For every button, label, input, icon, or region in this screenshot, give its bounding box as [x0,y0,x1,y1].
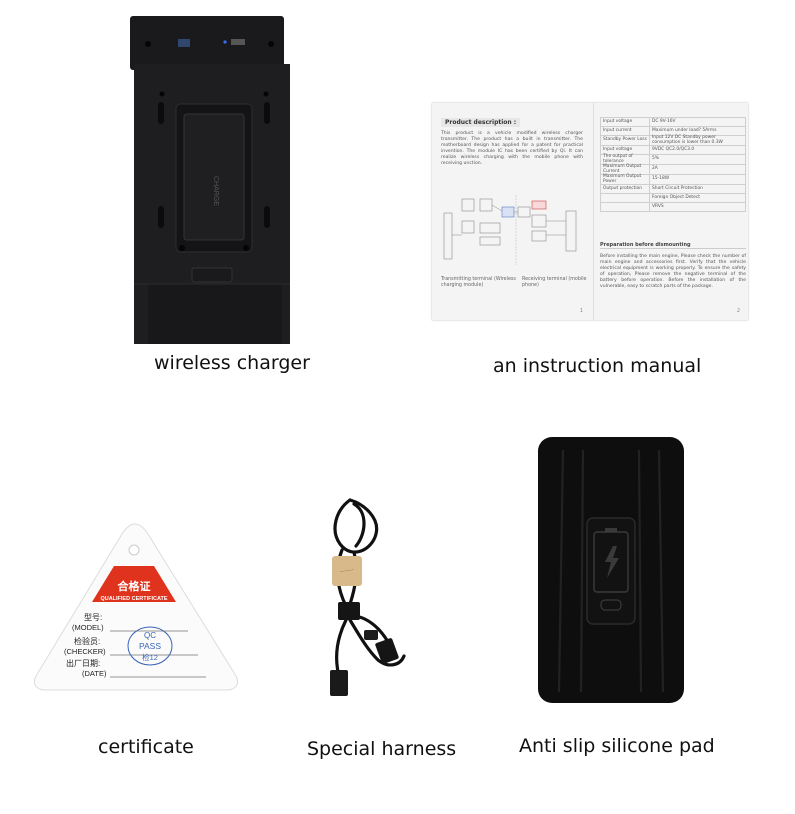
spec-label: Output protection [600,184,650,194]
spec-label [600,202,650,212]
model-label-cn: 型号: [84,613,102,622]
spec-value: 15-18W [649,174,746,185]
stamp-bottom: 检12 [142,652,158,662]
spec-value: Input 12V DC Standby power consumption i… [649,135,746,146]
spec-label: Maximum Output Power [600,174,650,185]
block-diagram-icon [443,195,577,265]
caption-pad: Anti slip silicone pad [519,735,715,757]
spec-row: Foreign Object Detect [600,193,746,203]
svg-text:CHARGE: CHARGE [212,176,219,206]
spec-value: 9VDC QC2.0/QC3.0 [649,145,746,155]
manual-left-page: Product description : This product is a … [432,103,594,320]
harness-image: ~~~~~~ [316,490,426,702]
spec-value: 2A [649,164,746,175]
certificate-subtitle: QUALIFIED CERTIFICATE [100,596,167,602]
date-label-en: (DATE) [82,669,107,678]
caption-certificate: certificate [98,736,194,758]
manual-heading: Product description : [441,118,521,127]
silicone-pad-image [537,436,685,704]
spec-label: Maximum Output Current [600,164,650,175]
page-number-right: 2 [736,308,740,314]
instruction-manual-image: Product description : This product is a … [432,103,748,320]
model-label-en: (MODEL) [72,623,104,632]
page-number-left: 1 [579,308,583,314]
spec-row: VRVS [600,202,746,212]
spec-label [600,193,650,203]
spec-label: Input current [600,126,650,136]
transmitting-caption: Transmitting terminal (Wireless charging… [441,277,516,288]
svg-text:~~~~~~: ~~~~~~ [339,567,354,574]
checker-label-en: (CHECKER) [64,647,106,656]
spec-label: The output of tolerance [600,154,650,165]
prep-heading: Preparation before dismounting [600,242,746,249]
spec-label: Input voltage [600,117,650,127]
spec-value: VRVS [649,202,746,212]
caption-harness: Special harness [307,738,457,760]
checker-label-cn: 检验员: [74,636,100,646]
certificate-title: 合格证 [118,579,151,593]
spec-label: Standby Power Loss [600,135,650,146]
prep-text: Before installing the main engine, Pleas… [600,254,746,289]
certificate-tag-image: 合格证 QUALIFIED CERTIFICATE 型号: (MODEL) 检验… [30,520,242,692]
spec-value: DC 9V-16V [649,117,746,127]
caption-manual: an instruction manual [493,355,702,377]
spec-value: Short Circuit Protection [649,184,746,194]
spec-value: 5% [649,154,746,165]
caption-charger: wireless charger [154,352,310,374]
stamp-top: QC [144,631,156,640]
date-label-cn: 出厂日期: [66,658,100,668]
wireless-charger-image: CHARGE [128,14,296,346]
stamp-mid: PASS [139,641,161,651]
manual-description: This product is a vehicle modified wirel… [441,131,583,166]
spec-value: Foreign Object Detect [649,193,746,203]
receiving-caption: Receiving terminal (mobile phone) [522,277,587,288]
